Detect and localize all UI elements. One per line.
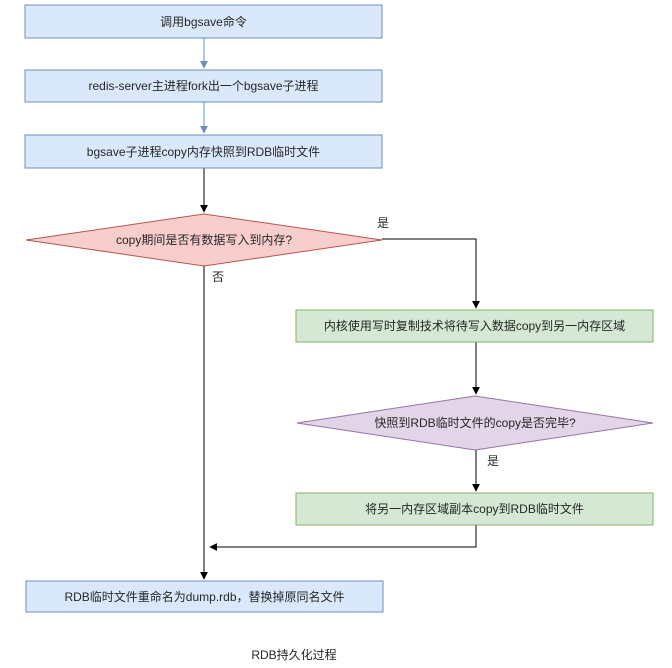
- node-copy-region-label: 将另一内存区域副本copy到RDB临时文件: [365, 502, 584, 516]
- node-rename-box: [25, 580, 384, 613]
- node-decision-write-diamond: [25, 213, 383, 267]
- node-copy-region-box: [295, 492, 654, 526]
- node-fork-label: redis-server主进程fork出一个bgsave子进程: [88, 79, 319, 93]
- node-copy-snapshot-label: bgsave子进程copy内存快照到RDB临时文件: [86, 144, 321, 159]
- node-decision-done-label: 快照到RDB临时文件的copy是否完毕?: [374, 416, 576, 430]
- node-start-label: 调用bgsave命令: [160, 14, 247, 29]
- edge-label-yes-done: 是: [486, 453, 499, 468]
- node-rename-label: RDB临时文件重命名为dump.rdb，替换掉原同名文件: [64, 589, 345, 604]
- node-cow-box: [295, 309, 654, 343]
- node-fork-box: [24, 69, 383, 103]
- edge-decision-yes-to-cow: [382, 238, 480, 309]
- edge-label-no-write: 否: [211, 269, 224, 284]
- node-decision-write-label: copy期间是否有数据写入到内存?: [115, 233, 293, 247]
- edge-label-yes-write: 是: [376, 215, 389, 230]
- edges: [200, 38, 480, 580]
- node-decision-done-diamond: [296, 395, 654, 451]
- node-start-box: [24, 4, 383, 39]
- node-copy-snapshot-box: [24, 134, 383, 169]
- diagram-caption: RDB持久化过程: [251, 648, 337, 662]
- node-cow-label: 内核使用写时复制技术将待写入数据copy到另一内存区域: [323, 319, 626, 333]
- edge-copy-region-to-main-line: [209, 525, 477, 551]
